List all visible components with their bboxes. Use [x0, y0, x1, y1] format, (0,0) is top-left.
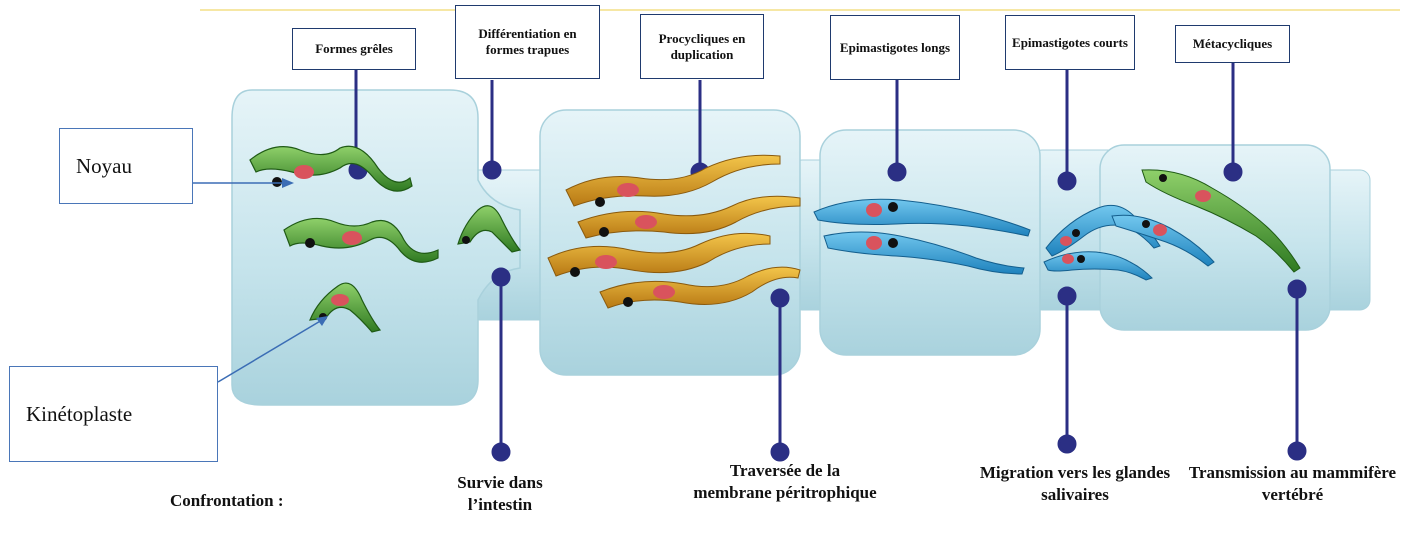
stage-label-formes-greles: Formes grêles — [292, 28, 416, 70]
bottom-label-migration: Migration vers les glandes salivaires — [975, 462, 1175, 506]
bottom-label-survie: Survie dans l’intestin — [430, 472, 570, 516]
bottom-label-transmission: Transmission au mammifère vertébré — [1185, 462, 1400, 506]
stage-label-procycliques: Procycliques en duplication — [640, 14, 764, 79]
nucleus-callout-label: Noyau — [59, 128, 193, 204]
stage-label-differentiation: Différentiation en formes trapues — [455, 5, 600, 79]
stage-label-epimastigotes-courts: Epimastigotes courts — [1005, 15, 1135, 70]
stage-label-metacycliques: Métacycliques — [1175, 25, 1290, 63]
stage-label-epimastigotes-longs: Epimastigotes longs — [830, 15, 960, 80]
tube-segment-1 — [232, 90, 520, 405]
bottom-label-traversee: Traversée de la membrane péritrophique — [690, 460, 880, 504]
kinetoplast-callout-label: Kinétoplaste — [9, 366, 218, 462]
confrontation-prefix: Confrontation : — [170, 490, 340, 512]
